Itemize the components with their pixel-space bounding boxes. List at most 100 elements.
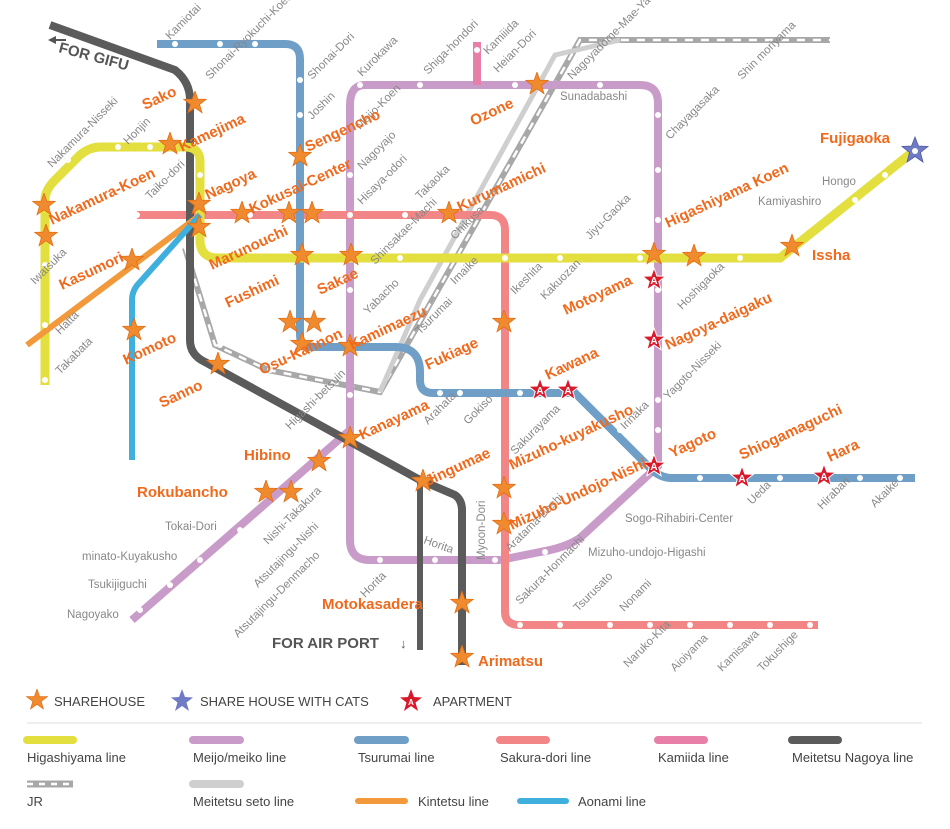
station-label: Shonai-Dori: [306, 31, 357, 82]
legend-line-higashiyama: Higashiyama line: [27, 750, 126, 765]
station-dot: [147, 144, 153, 150]
station-label: Kamiyashiro: [758, 196, 821, 208]
station-dot: [542, 549, 548, 555]
station-dot: [647, 622, 653, 628]
station-dot: [517, 622, 523, 628]
station-dot: [767, 622, 773, 628]
station-dot: [42, 322, 48, 328]
station-dot: [267, 367, 273, 373]
station-dot: [557, 255, 563, 261]
station-label: Nakamura-Nisseki: [46, 95, 121, 170]
apartment-marker-icon[interactable]: A: [729, 464, 755, 489]
place-label: Issha: [812, 247, 851, 264]
station-dot: [727, 622, 733, 628]
legend-line-meitetsu-nagoya: Meitetsu Nagoya line: [792, 750, 913, 765]
line-meitetsu-nagoya: [48, 21, 466, 665]
station-dot: [247, 212, 253, 218]
station-dot: [655, 397, 661, 403]
station-label: Akaike: [869, 477, 902, 510]
apartment-marker-icon[interactable]: A: [555, 376, 581, 401]
station-dot: [607, 622, 613, 628]
station-dot: [297, 112, 303, 118]
paw-icon: [912, 148, 918, 154]
station-dot: [137, 607, 143, 613]
apartment-letter: A: [738, 474, 745, 485]
sharehouse-star-icon[interactable]: [302, 310, 326, 333]
station-dot: [502, 255, 508, 261]
svg-text:A: A: [408, 698, 414, 707]
station-dot: [237, 527, 243, 533]
station-label: Tsurusato: [572, 570, 616, 614]
place-label: Sakae: [315, 265, 361, 299]
apartment-markers: A A A A A A A: [527, 266, 837, 489]
apartment-legend-icon: A: [400, 689, 422, 711]
station-dot: [512, 82, 518, 88]
station-dot: [655, 112, 661, 118]
station-label: Ueda: [746, 479, 774, 507]
station-dot: [347, 172, 353, 178]
line-kintetsu: [25, 212, 202, 348]
station-label: Tsukijiguchi: [88, 579, 147, 591]
station-dot: [402, 212, 408, 218]
station-dot: [357, 82, 363, 88]
station-dot: [637, 255, 643, 261]
station-dot: [737, 255, 743, 261]
station-dot: [437, 390, 443, 396]
place-label: Yagoto: [667, 425, 720, 462]
place-label: Rokubancho: [137, 484, 228, 501]
apartment-letter: A: [650, 276, 657, 287]
station-dot: [397, 255, 403, 261]
apartment-marker-icon[interactable]: A: [641, 326, 667, 351]
station-dot: [417, 82, 423, 88]
place-label: Sanno: [157, 377, 206, 412]
station-dot: [377, 557, 383, 563]
station-label: Kurokawa: [356, 34, 401, 79]
station-label: Gokiso: [462, 393, 496, 427]
station-dot: [857, 475, 863, 481]
place-label: Arimatsu: [478, 653, 543, 670]
station-dot: [197, 557, 203, 563]
apartment-marker-icon[interactable]: A: [527, 376, 553, 401]
apartment-marker-icon[interactable]: A: [811, 462, 837, 487]
place-label: Marunouchi: [207, 222, 291, 273]
station-dot: [134, 212, 140, 218]
station-dot: [587, 537, 593, 543]
apartment-marker-icon[interactable]: A: [641, 452, 667, 477]
legend-line-meitetsu-seto: Meitetsu seto line: [193, 794, 294, 809]
station-dot: [897, 475, 903, 481]
station-dot: [882, 172, 888, 178]
cat-legend-star-icon: [171, 689, 193, 711]
legend-line-meijo: Meijo/meiko line: [193, 750, 286, 765]
place-label: Ozone: [468, 95, 517, 130]
apartment-marker-icon[interactable]: A: [641, 266, 667, 291]
cat-sharehouse-marker[interactable]: [900, 135, 930, 163]
place-label: Kurumamichi: [455, 160, 549, 216]
station-label: Joshin: [306, 90, 338, 122]
station-label: Hongo: [822, 176, 856, 188]
apartment-letter: A: [820, 472, 827, 483]
station-dot: [432, 557, 438, 563]
station-label: Nagoyako: [67, 609, 119, 621]
line-higashiyama: [40, 142, 918, 385]
legend-sharehouse: SHAREHOUSE: [54, 694, 145, 709]
arrow-down-icon: ↓: [400, 636, 407, 651]
legend: SHAREHOUSE SHARE HOUSE WITH CATS A APART…: [23, 689, 922, 809]
station-label: Shin moriyama: [736, 19, 799, 82]
sharehouse-star-icon[interactable]: [300, 201, 324, 224]
apartment-letter: A: [536, 386, 543, 397]
station-dot: [474, 47, 480, 53]
station-label: Tokai-Dori: [165, 521, 217, 533]
station-dot: [65, 157, 71, 163]
station-label: Tokushige: [756, 629, 801, 674]
apartment-letter: A: [650, 336, 657, 347]
station-label: Sunadabashi: [560, 91, 627, 103]
station-dot: [252, 41, 258, 47]
station-dot: [42, 262, 48, 268]
station-label: Takaoka: [414, 163, 453, 202]
legend-apartment: APARTMENT: [433, 694, 512, 709]
place-label: Fujigaoka: [820, 130, 891, 147]
apartment-letter: A: [650, 462, 657, 473]
station-label: Hoshigaoka: [676, 260, 728, 312]
apartment-letter: A: [564, 386, 571, 397]
